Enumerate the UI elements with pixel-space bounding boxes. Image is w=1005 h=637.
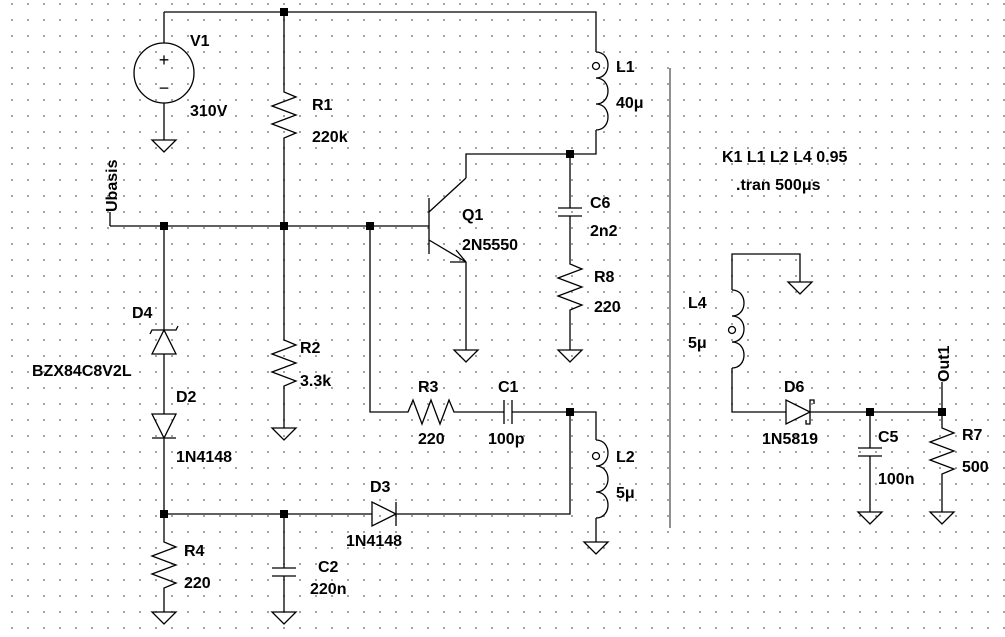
zener-diode-d4[interactable] (149, 325, 179, 355)
r7-label: R7 (962, 427, 983, 444)
resistor-r8[interactable] (556, 255, 584, 322)
r8-value: 220 (594, 299, 621, 316)
c2-label: C2 (318, 559, 339, 576)
l1-label: L1 (616, 59, 635, 76)
l4-value: 5μ (688, 335, 707, 352)
d2-label: D2 (176, 389, 197, 406)
voltage-source-v1[interactable]: + − (133, 42, 195, 104)
npn-transistor-q1[interactable] (428, 177, 467, 263)
c5-label: C5 (878, 429, 899, 446)
d2-value: 1N4148 (176, 449, 232, 466)
r1-label: R1 (312, 97, 333, 114)
c5-value: 100n (878, 471, 914, 488)
d6-label: D6 (784, 379, 805, 396)
l2-phase-dot-icon (591, 451, 601, 461)
r4-label: R4 (184, 543, 205, 560)
l2-value: 5μ (616, 485, 635, 502)
net-label-ubasis: Ubasis (104, 159, 121, 212)
wires (109, 11, 943, 612)
r1-value: 220k (312, 129, 348, 146)
d4-value: BZX84C8V2L (32, 363, 132, 380)
l4-label: L4 (688, 295, 707, 312)
l4-phase-dot-icon (727, 325, 737, 335)
r3-value: 220 (418, 431, 445, 448)
q1-label: Q1 (462, 207, 483, 224)
tran-directive[interactable]: .tran 500μs (736, 177, 821, 194)
l2-label: L2 (616, 449, 635, 466)
capacitor-c5[interactable] (858, 447, 882, 457)
capacitor-c2[interactable] (272, 567, 296, 577)
resistor-r3[interactable] (400, 398, 464, 426)
v1-value: 310V (190, 103, 228, 120)
l1-phase-dot-icon (591, 61, 601, 71)
junction-dots (160, 8, 946, 518)
r3-label: R3 (418, 379, 439, 396)
resistor-r2[interactable] (270, 332, 298, 396)
ground-symbols (150, 139, 956, 625)
diode-d3[interactable] (371, 500, 400, 528)
d3-label: D3 (370, 479, 391, 496)
ground-icon (150, 139, 178, 153)
v1-minus-symbol: − (159, 78, 170, 98)
ground-icon (786, 281, 814, 295)
r8-label: R8 (594, 269, 615, 286)
v1-plus-symbol: + (159, 50, 170, 70)
c2-value: 220n (310, 581, 346, 598)
emitter-arrow-icon (450, 249, 467, 263)
ground-icon (556, 349, 584, 363)
c6-label: C6 (590, 195, 611, 212)
ground-icon (856, 511, 884, 525)
schottky-diode-d6[interactable] (785, 398, 815, 426)
ground-icon (150, 611, 178, 625)
resistor-r7[interactable] (928, 420, 956, 484)
d4-label: D4 (132, 305, 153, 322)
inductor-l4[interactable] (727, 289, 745, 369)
q1-value: 2N5550 (462, 237, 518, 254)
diode-d2[interactable] (150, 413, 178, 440)
ground-icon (582, 541, 610, 555)
r2-label: R2 (300, 340, 321, 357)
net-label-out1: Out1 (936, 345, 953, 382)
d6-value: 1N5819 (762, 431, 818, 448)
c6-value: 2n2 (590, 223, 618, 240)
r7-value: 500 (962, 459, 989, 476)
l1-value: 40μ (616, 95, 644, 112)
r2-value: 3.3k (300, 373, 331, 390)
capacitor-c6[interactable] (558, 196, 582, 220)
ground-icon (452, 349, 480, 363)
resistor-r4[interactable] (150, 534, 178, 598)
c1-label: C1 (498, 379, 519, 396)
c1-value: 100p (488, 431, 525, 448)
inductor-l1[interactable] (591, 51, 609, 131)
ground-icon (270, 611, 298, 625)
ground-icon (928, 511, 956, 525)
d3-value: 1N4148 (346, 533, 402, 550)
v1-label: V1 (190, 33, 210, 50)
r4-value: 220 (184, 575, 211, 592)
inductor-l2[interactable] (591, 439, 609, 519)
capacitor-c1[interactable] (503, 400, 513, 424)
coupling-directive[interactable]: K1 L1 L2 L4 0.95 (722, 149, 847, 166)
ground-icon (270, 427, 298, 441)
resistor-r1[interactable] (270, 84, 298, 148)
